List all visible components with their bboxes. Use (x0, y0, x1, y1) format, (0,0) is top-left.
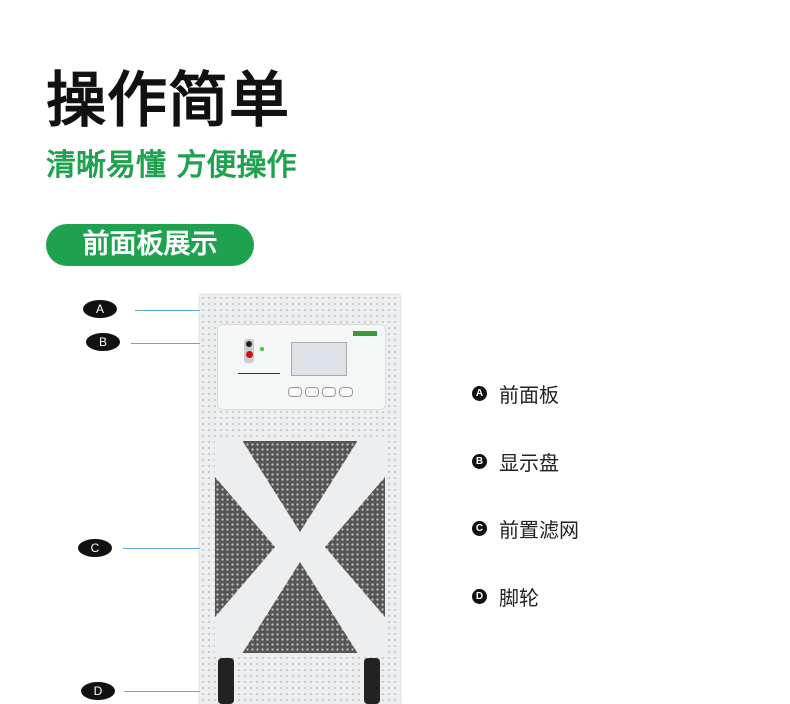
mimic-diagram (238, 373, 280, 374)
status-led (260, 347, 264, 351)
power-switch (244, 339, 254, 363)
callout-b: B (86, 333, 120, 351)
home-button[interactable] (288, 387, 302, 397)
front-panel (217, 324, 386, 410)
lcd-display (291, 342, 347, 376)
callout-line-b (131, 343, 200, 344)
page-title: 操作简单 (46, 66, 290, 136)
brand-logo (353, 331, 377, 336)
caster-left (218, 658, 234, 704)
front-filter (215, 437, 385, 657)
subtitle: 清晰易懂 方便操作 (46, 148, 297, 183)
callout-c: C (78, 539, 112, 557)
right-button[interactable] (322, 387, 336, 397)
ok-button[interactable] (339, 387, 353, 397)
callout-line-a (135, 310, 200, 311)
callout-line-d (124, 691, 208, 692)
caster-right (364, 658, 380, 704)
callout-a: A (83, 300, 117, 318)
callout-d: D (81, 682, 115, 700)
callout-line-c (123, 548, 200, 549)
section-pill: 前面板展示 (46, 224, 254, 266)
left-button[interactable] (305, 387, 319, 397)
